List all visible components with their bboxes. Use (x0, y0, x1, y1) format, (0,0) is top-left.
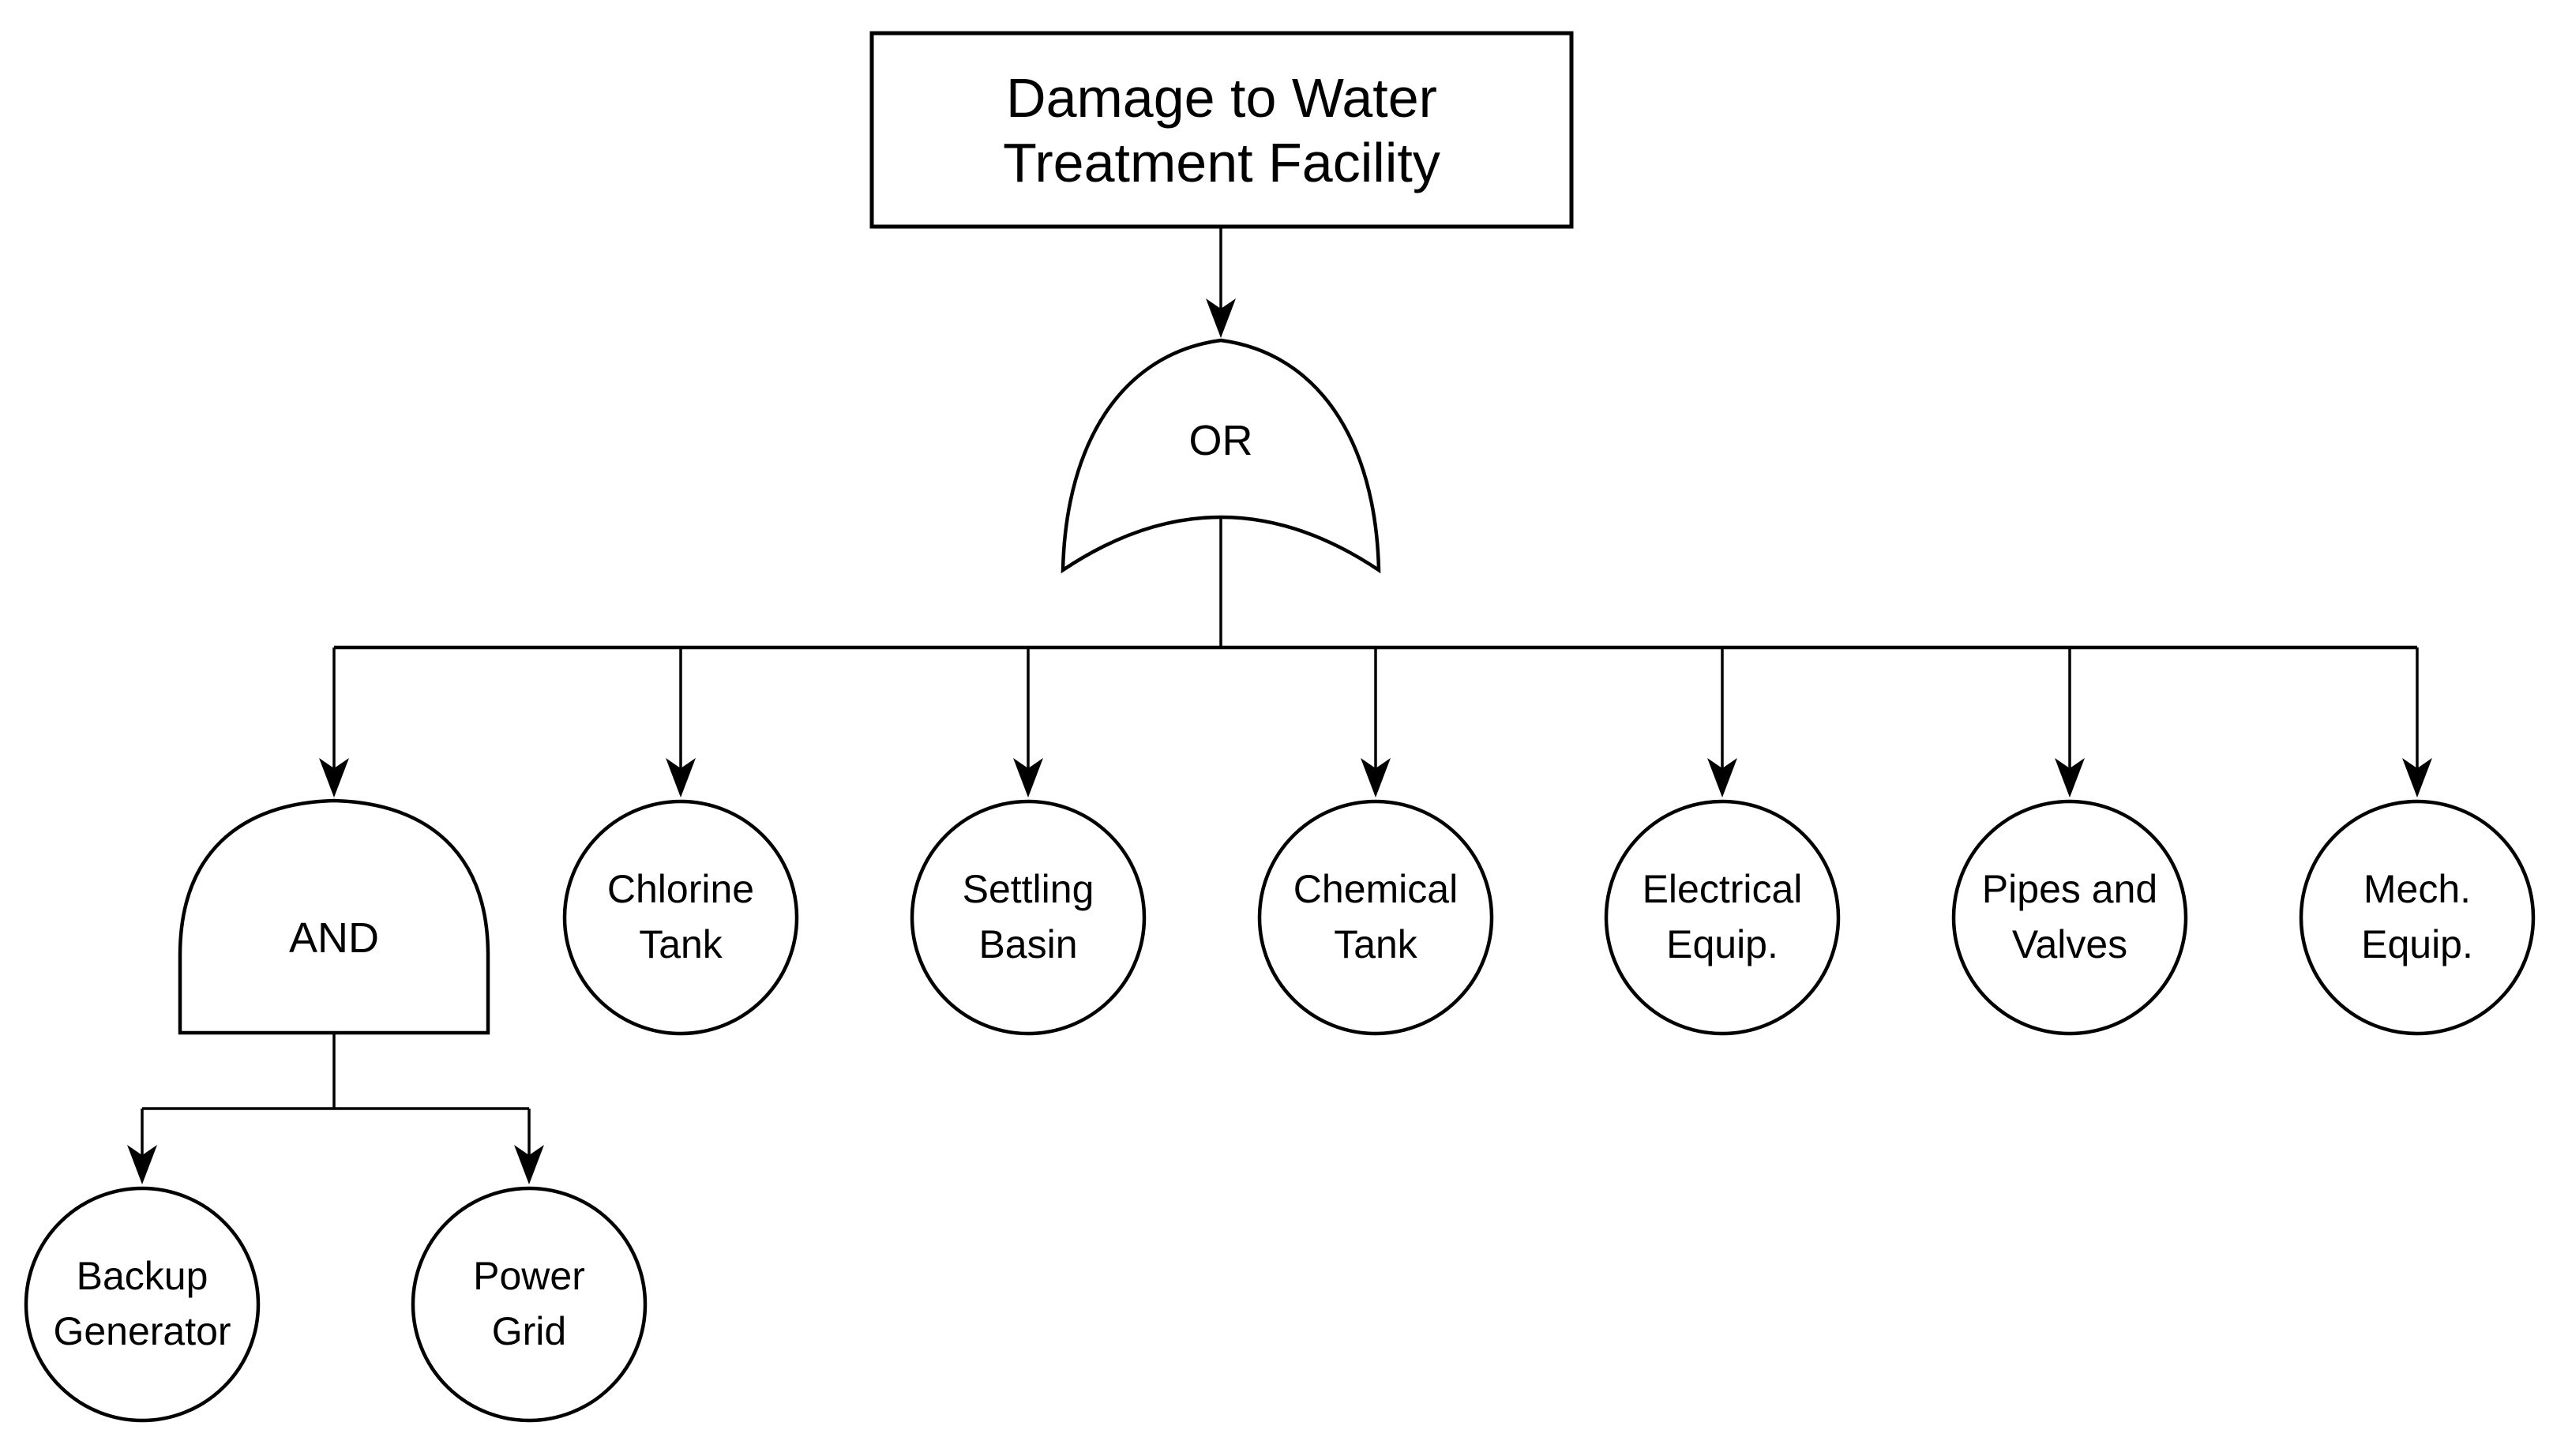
bus-drop-pipes-and-valves (2055, 647, 2085, 797)
arrowhead-icon (319, 758, 349, 797)
and-gate-node: AND (178, 798, 490, 1035)
top-event-label-line1: Damage to Water (1006, 67, 1437, 129)
arrowhead-icon (127, 1145, 157, 1184)
bus-drop-chemical-tank (1361, 647, 1391, 797)
or-gate-shape (1061, 338, 1381, 574)
arrowhead-icon (1361, 758, 1391, 797)
arrowhead-icon (1707, 758, 1737, 797)
basic-event-power-grid: Power Grid (411, 1186, 648, 1423)
basic-event-label-line1: Backup (77, 1254, 208, 1298)
basic-event-settling-basin: Settling Basin (910, 799, 1147, 1036)
basic-event-label-line2: Equip. (1666, 922, 1778, 966)
basic-event-circle (1604, 799, 1841, 1036)
basic-event-pipes-and-valves: Pipes and Valves (1951, 799, 2188, 1036)
arrowhead-icon (666, 758, 696, 797)
bus-drop-electrical-equip (1707, 647, 1737, 797)
bus-drop-chlorine-tank (666, 647, 696, 797)
arrowhead-icon (514, 1145, 544, 1184)
or-gate-node: OR (1061, 338, 1381, 574)
basic-event-label-line2: Basin (978, 922, 1077, 966)
basic-event-electrical-equip: Electrical Equip. (1604, 799, 1841, 1036)
and-gate-label: AND (289, 914, 379, 962)
arrowhead-icon (1013, 758, 1043, 797)
basic-event-chlorine-tank: Chlorine Tank (562, 799, 799, 1036)
bar-drop-backup-generator (127, 1109, 157, 1184)
basic-event-label-line2: Valves (2012, 922, 2127, 966)
basic-event-label-line1: Chlorine (607, 867, 754, 911)
basic-event-circle (562, 799, 799, 1036)
bus-drop-mech-equip (2402, 647, 2432, 797)
basic-event-circle (24, 1186, 261, 1423)
and-gate-shape (178, 798, 490, 1035)
basic-event-circle (1951, 799, 2188, 1036)
top-event-label-line2: Treatment Facility (1003, 132, 1440, 193)
basic-event-chemical-tank: Chemical Tank (1257, 799, 1494, 1036)
or-gate-label: OR (1189, 417, 1253, 464)
basic-event-backup-generator: Backup Generator (24, 1186, 261, 1423)
arrowhead-icon (2402, 758, 2432, 797)
basic-event-circle (2299, 799, 2536, 1036)
top-event-box (869, 31, 1574, 229)
bus-drop-settling-basin (1013, 647, 1043, 797)
basic-event-circle (411, 1186, 648, 1423)
basic-event-circle (910, 799, 1147, 1036)
top-event-node: Damage to Water Treatment Facility (869, 31, 1574, 229)
arrowhead-icon (1206, 298, 1236, 338)
basic-event-circle (1257, 799, 1494, 1036)
bar-drop-power-grid (514, 1109, 544, 1184)
basic-event-label-line1: Power (473, 1254, 585, 1298)
basic-event-mech-equip: Mech. Equip. (2299, 799, 2536, 1036)
basic-event-label-line2: Equip. (2361, 922, 2473, 966)
basic-event-label-line1: Mech. (2363, 867, 2471, 911)
basic-event-label-line1: Settling (963, 867, 1094, 911)
arrowhead-icon (2055, 758, 2085, 797)
basic-event-label-line2: Grid (492, 1309, 566, 1353)
basic-event-label-line2: Tank (639, 922, 723, 966)
basic-event-label-line2: Tank (1334, 922, 1418, 966)
basic-event-label-line2: Generator (53, 1309, 231, 1353)
basic-event-label-line1: Pipes and (1982, 867, 2157, 911)
bus-drop-and-gate (319, 647, 349, 797)
basic-event-label-line1: Electrical (1643, 867, 1803, 911)
basic-event-label-line1: Chemical (1293, 867, 1458, 911)
